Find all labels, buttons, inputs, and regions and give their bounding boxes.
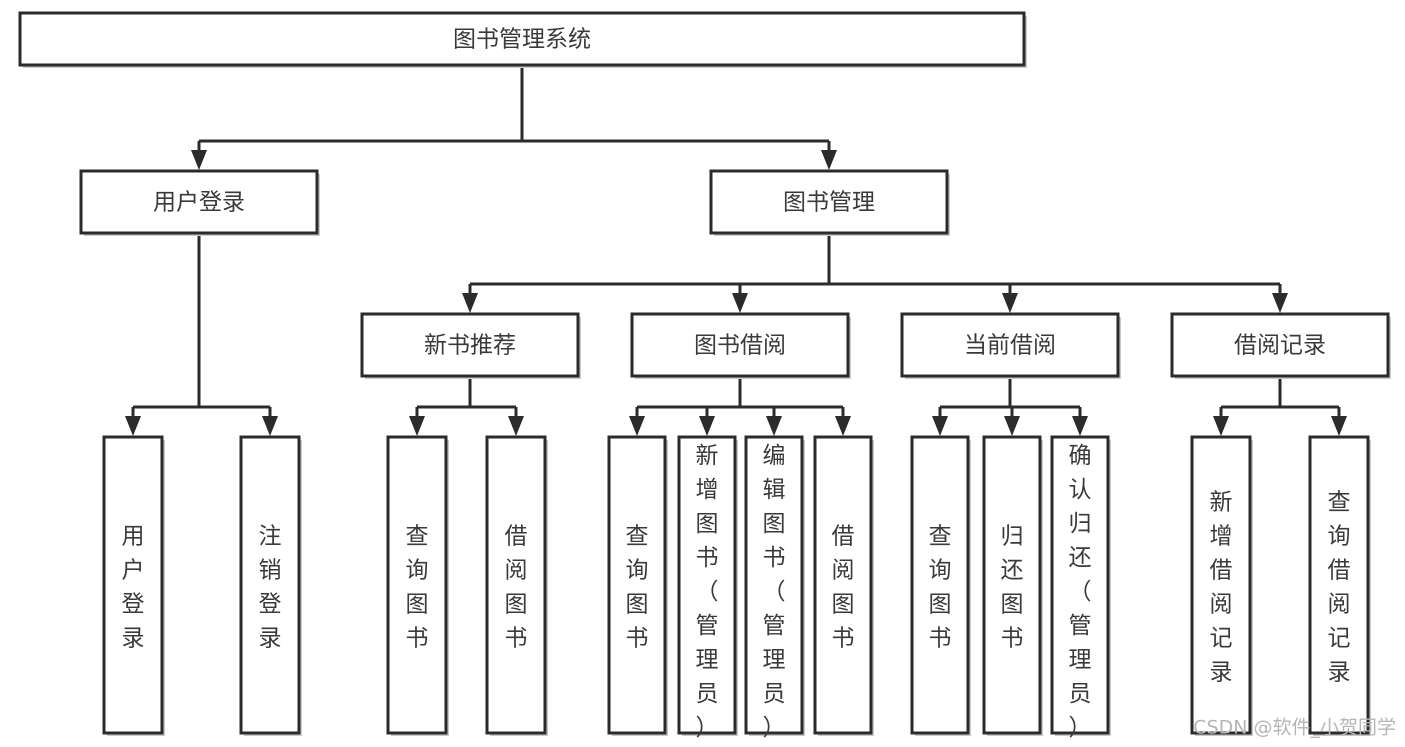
arrow-head-icon (462, 293, 478, 313)
node-box[interactable] (18, 11, 1026, 67)
arrow-head-icon (766, 416, 782, 436)
node-box[interactable] (386, 435, 448, 735)
arrow-head-icon (835, 416, 851, 436)
node-box[interactable] (677, 435, 737, 735)
node-fn-add-book[interactable]: 新增图书（管理员） (677, 435, 738, 741)
node-fn-query-record[interactable]: 查询借阅记录 (1308, 435, 1371, 736)
edge-group-root (191, 65, 837, 170)
node-book-manage[interactable]: 图书管理 (709, 169, 950, 236)
edge-group-borrow-record (1213, 376, 1347, 436)
node-label: 归还图书 (1001, 524, 1024, 652)
node-fn-user-login[interactable]: 用户登录 (102, 435, 165, 736)
arrow-head-icon (1004, 416, 1020, 436)
arrow-head-icon (629, 416, 645, 436)
node-label: 查询图书 (929, 524, 952, 652)
node-box[interactable] (1050, 435, 1110, 735)
edges-layer (125, 65, 1347, 436)
node-box[interactable] (1190, 435, 1252, 735)
node-book-borrow[interactable]: 图书借阅 (630, 312, 851, 379)
arrow-head-icon (191, 150, 207, 170)
node-fn-query-book-3[interactable]: 查询图书 (910, 435, 971, 736)
arrow-head-icon (1331, 416, 1347, 436)
arrow-head-icon (125, 416, 141, 436)
node-box[interactable] (744, 435, 804, 735)
arrow-head-icon (409, 416, 425, 436)
arrow-head-icon (1002, 293, 1018, 313)
node-borrow-record[interactable]: 借阅记录 (1170, 312, 1391, 379)
node-box[interactable] (910, 435, 970, 735)
node-root[interactable]: 图书管理系统 (18, 11, 1027, 68)
node-fn-return-book[interactable]: 归还图书 (982, 435, 1043, 736)
watermark-label: CSDN @软件_小贺同学 (1193, 717, 1396, 739)
node-box[interactable] (900, 312, 1120, 378)
node-box[interactable] (1308, 435, 1370, 735)
nodes-layer: 图书管理系统用户登录图书管理新书推荐图书借阅当前借阅借阅记录用户登录注销登录查询… (18, 11, 1391, 741)
node-label: 借阅记录 (1234, 333, 1326, 359)
node-box[interactable] (607, 435, 667, 735)
node-label: 借阅图书 (832, 524, 855, 652)
node-label: 新书推荐 (424, 333, 516, 359)
arrow-head-icon (1213, 416, 1229, 436)
arrow-head-icon (732, 293, 748, 313)
node-label: 新增图书（管理员） (696, 443, 719, 741)
node-current-borrow[interactable]: 当前借阅 (900, 312, 1121, 379)
node-label: 编辑图书（管理员） (763, 443, 786, 741)
node-label: 当前借阅 (964, 333, 1056, 359)
arrow-head-icon (508, 416, 524, 436)
node-box[interactable] (1170, 312, 1390, 378)
node-label: 查询图书 (626, 524, 649, 652)
node-box[interactable] (102, 435, 164, 735)
edge-group-new-book-rec (409, 376, 524, 436)
node-fn-borrow-book-2[interactable]: 借阅图书 (813, 435, 874, 736)
node-box[interactable] (813, 435, 873, 735)
edge-group-current-borrow (932, 376, 1088, 436)
edge-group-book-manage (462, 233, 1288, 313)
arrow-head-icon (1272, 293, 1288, 313)
node-user-login[interactable]: 用户登录 (79, 169, 320, 236)
node-label: 用户登录 (153, 190, 245, 216)
node-fn-logout[interactable]: 注销登录 (239, 435, 302, 736)
arrow-head-icon (699, 416, 715, 436)
node-fn-add-record[interactable]: 新增借阅记录 (1190, 435, 1253, 736)
node-label: 图书管理 (783, 190, 875, 216)
node-label: 确认归还（管理员） (1069, 443, 1092, 741)
node-fn-edit-book[interactable]: 编辑图书（管理员） (744, 435, 805, 741)
node-fn-query-book-1[interactable]: 查询图书 (386, 435, 449, 736)
arrow-head-icon (932, 416, 948, 436)
edge-group-book-borrow (629, 376, 851, 436)
node-box[interactable] (485, 435, 547, 735)
node-box[interactable] (239, 435, 301, 735)
arrow-head-icon (1072, 416, 1088, 436)
node-label: 查询借阅记录 (1328, 490, 1351, 686)
node-label: 图书管理系统 (453, 27, 591, 53)
node-label: 查询图书 (406, 524, 429, 652)
node-label: 新增借阅记录 (1210, 490, 1233, 686)
node-box[interactable] (709, 169, 949, 235)
node-box[interactable] (982, 435, 1042, 735)
node-label: 图书借阅 (694, 333, 786, 359)
node-label: 用户登录 (122, 524, 145, 652)
node-box[interactable] (79, 169, 319, 235)
node-label: 注销登录 (259, 524, 282, 652)
node-new-book-rec[interactable]: 新书推荐 (360, 312, 581, 379)
node-fn-borrow-book-1[interactable]: 借阅图书 (485, 435, 548, 736)
node-box[interactable] (360, 312, 580, 378)
node-label: 借阅图书 (505, 524, 528, 652)
node-box[interactable] (630, 312, 850, 378)
node-fn-confirm-return[interactable]: 确认归还（管理员） (1050, 435, 1111, 741)
node-fn-query-book-2[interactable]: 查询图书 (607, 435, 668, 736)
arrow-head-icon (262, 416, 278, 436)
edge-group-user-login (125, 233, 278, 436)
arrow-head-icon (821, 150, 837, 170)
